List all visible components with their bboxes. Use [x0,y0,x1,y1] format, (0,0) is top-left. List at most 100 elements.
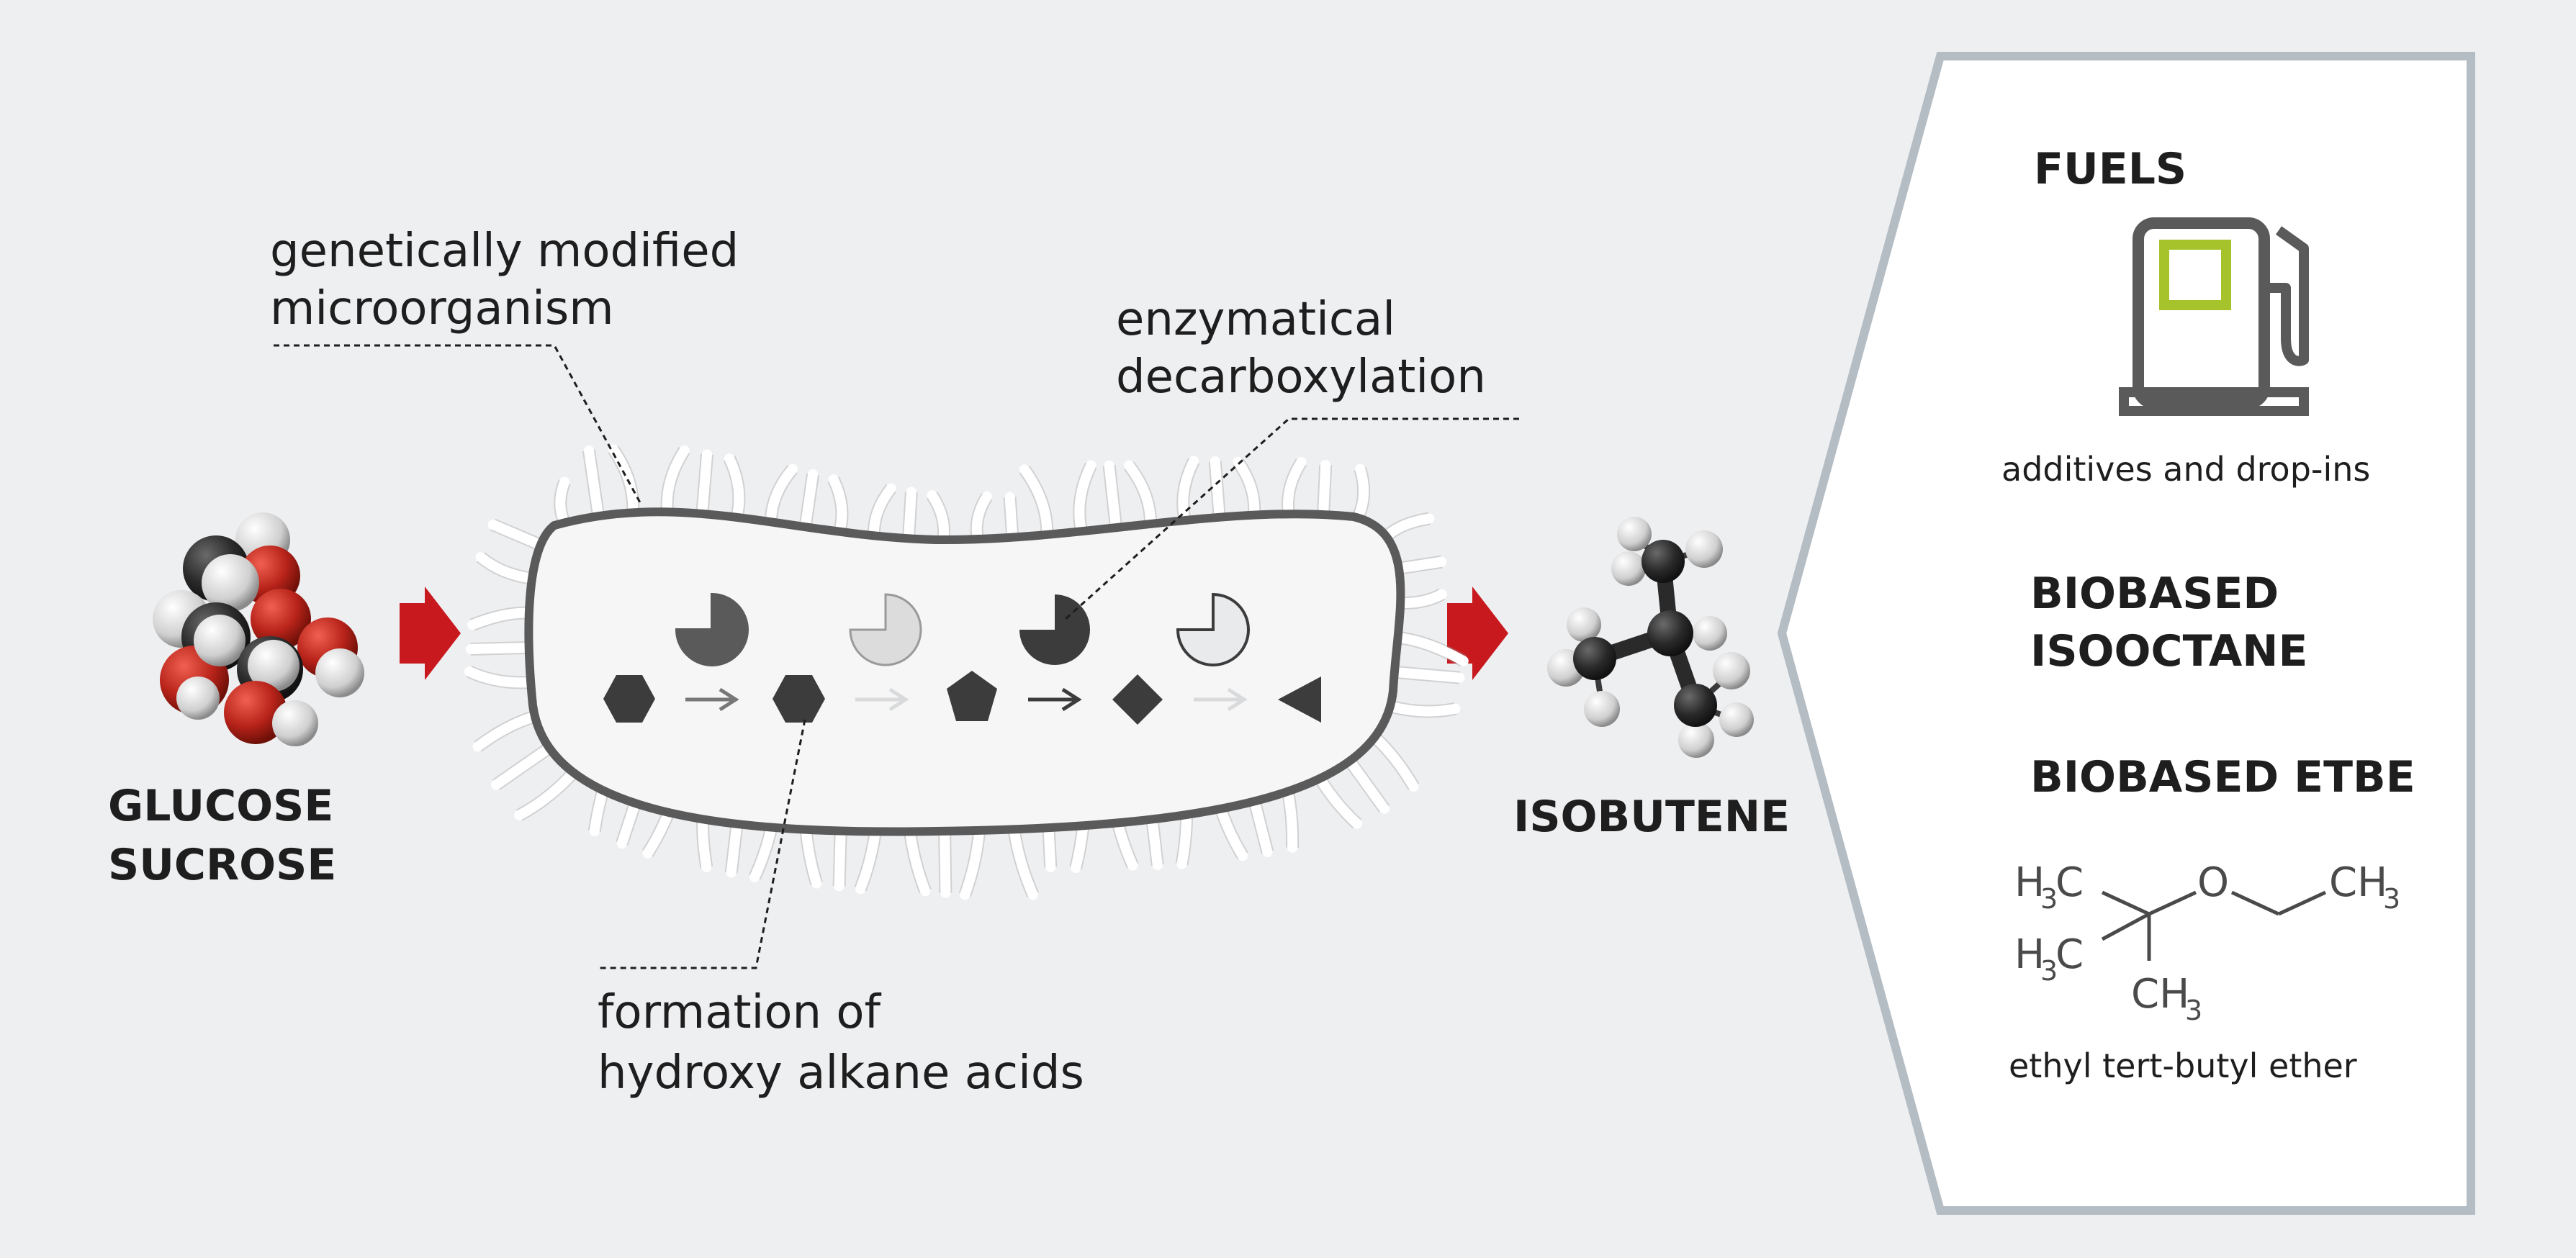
cilium [1283,457,1307,520]
cilium [1147,814,1163,870]
cilium [749,822,777,882]
pathway-arrow-3 [1028,687,1082,712]
pentagon-shape [947,671,997,721]
enzyme-pie-icon-2 [849,593,922,666]
cilium [868,483,896,541]
formula-c-1: C [2055,859,2084,906]
isooctane-title-1: BIOBASED [2030,569,2279,619]
cilium [487,520,546,551]
fuels-title: FUELS [2034,144,2187,194]
formation-label-2: hydroxy alkane acids [598,1046,1084,1100]
glucose-molecule-icon [153,512,364,746]
cilium [1393,556,1447,574]
cilium [514,767,579,820]
cilium [555,476,570,528]
fuel-pump-icon [2119,217,2309,416]
formation-label-1: formation of [598,986,882,1039]
formula-sub-1: 3 [2040,883,2058,915]
cilium [1352,463,1369,523]
pathway-arrow-2 [855,687,909,712]
cilium [697,814,712,872]
triangle-shape [1278,676,1321,723]
cilium [855,826,881,895]
pathway-arrow-1 [685,687,739,712]
enzymatic-label-1: enzymatical [1116,293,1395,346]
formula-sub-4: 3 [2185,995,2202,1026]
cilium [1282,786,1298,853]
sucrose-label: SUCROSE [108,840,336,890]
cilium [828,474,847,537]
enzyme-pie-icon-1 [675,592,749,666]
microorganism-cell [464,444,1469,900]
cilium [800,469,819,533]
cilium [1178,456,1199,525]
cilium [1043,823,1056,873]
cilium [905,826,931,897]
cilium [1381,513,1435,542]
diamond-shape [1112,674,1163,725]
cilium [1074,460,1096,537]
formula-h-2: H [2014,931,2045,978]
cilium [1124,460,1156,529]
formula-o: O [2197,859,2229,906]
leader-line-formation [598,719,806,969]
cilium [1392,632,1469,666]
enzymatic-label-2: decarboxylation [1116,350,1486,404]
etbe-caption: ethyl tert-butyl ether [2009,1046,2357,1085]
pathway-arrow-4 [1194,687,1248,712]
cilium [1009,824,1038,900]
cilium [491,743,554,790]
formula-ch-1: CH [2329,859,2387,906]
cilium [465,642,534,654]
fuels-caption: additives and drop-ins [2001,450,2370,489]
enzyme-pie-icon-4 [1176,592,1250,666]
isobutene-molecule-icon [1547,517,1754,758]
output-arrow-icon [1447,587,1508,680]
cilium [662,445,690,517]
cilium [1249,796,1273,858]
cilium [960,825,985,900]
hexagon-shape-1 [603,675,655,723]
cilium [475,552,537,584]
cilium [1004,492,1018,543]
etbe-structural-formula: H 3 C H 3 C O CH 3 CH 3 [2014,859,2400,1026]
hexagon-shape-2 [773,675,825,723]
cilium [726,818,742,878]
isobutene-label: ISOBUTENE [1513,792,1790,842]
cilium [801,824,822,889]
products-panel [1777,52,2475,1215]
glucose-label: GLUCOSE [108,781,333,831]
leader-line-microorganism [274,344,642,504]
cilium [1318,460,1331,520]
formula-ch-2: CH [2131,971,2189,1018]
etbe-title: BIOBASED ETBE [2030,752,2415,802]
cilium [1315,773,1362,829]
cilium [1369,732,1419,792]
cilium [971,491,992,545]
cilium [472,711,540,752]
cilium [834,825,846,892]
microorganism-label-1: genetically modified [270,225,739,278]
cilium [904,487,917,544]
microorganism-label-2: microorganism [270,282,614,335]
cilium [1233,456,1260,520]
enzyme-pie-icon-3 [1019,594,1090,665]
cilium [724,453,744,522]
cilium [1215,803,1248,861]
formula-sub-3: 3 [2383,883,2400,915]
cilium [1019,464,1053,540]
cilium [1344,756,1390,814]
cilium [765,463,798,528]
cilium [464,666,536,688]
cilium [467,607,534,630]
cilium [616,798,641,849]
cilium [1389,666,1465,683]
formula-sub-2: 3 [2040,955,2058,987]
cilium [1176,810,1192,869]
cilium [1210,456,1225,522]
cilium [583,445,604,521]
cilium [1384,701,1461,717]
cilium [1104,460,1122,533]
